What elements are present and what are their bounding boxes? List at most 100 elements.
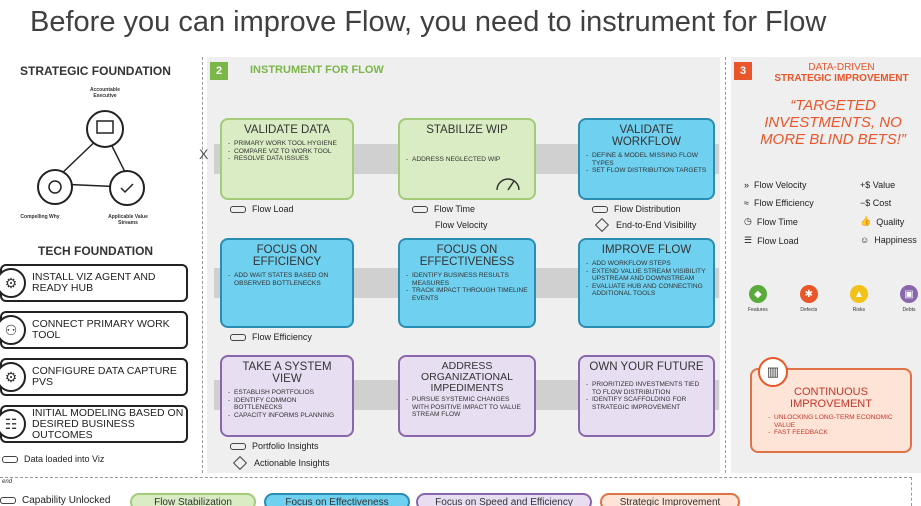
happiness-metric: ☺Happiness — [860, 235, 917, 245]
section-3-badge: 3 — [734, 62, 752, 80]
card-bullet: DEFINE & MODEL MISSING FLOW TYPES — [586, 152, 707, 167]
card-bullet: CAPACITY INFORMS PLANNING — [228, 412, 346, 420]
gauge-icon — [496, 178, 520, 191]
quality-metric: 👍 Quality — [860, 216, 914, 227]
plug-icon: ⚇ — [0, 315, 26, 345]
card-bullet: COMPARE VIZ TO WORK TOOL — [228, 148, 346, 156]
card-title: VALIDATE WORKFLOW — [612, 124, 681, 148]
cap-label: Flow Time — [434, 204, 476, 214]
data-loaded-row: Data loaded into Viz — [2, 454, 104, 464]
legend-focus-effectiveness: Focus on Effectiveness — [264, 493, 410, 506]
key-icon — [2, 455, 18, 463]
cap-label: Flow Velocity — [435, 220, 488, 230]
x-mark: X — [199, 146, 209, 162]
tech-item-label: CONFIGURE DATA CAPTURE PVS — [32, 365, 177, 388]
stack-icon: ☰ — [744, 235, 753, 245]
card-bullet: UNLOCKING LONG-TERM ECONOMIC VALUE — [768, 414, 904, 429]
cap-flow-time: Flow Time — [412, 204, 475, 214]
cap-flow-velocity: Flow Velocity — [435, 220, 488, 230]
card-bullet: ADD WAIT STATES BASED ON OBSERVED BOTTLE… — [228, 272, 346, 287]
card-title: FOCUS ON EFFECTIVENESS — [419, 244, 515, 268]
card-address-org: ADDRESS ORGANIZATIONAL IMPEDIMENTS PURSU… — [398, 355, 536, 437]
target-icon — [37, 169, 73, 205]
heading-line-2: STRATEGIC IMPROVEMENT — [774, 73, 909, 84]
cap-label: Flow Distribution — [614, 204, 681, 214]
metric-label: Flow Load — [757, 235, 799, 246]
legend-speed-efficiency: Focus on Speed and Efficiency — [416, 493, 592, 506]
card-title: ADDRESS ORGANIZATIONAL IMPEDIMENTS — [421, 360, 513, 394]
card-improve-flow: IMPROVE FLOW ADD WORKFLOW STEPS EXTEND V… — [578, 238, 715, 328]
card-bullet: TRACK IMPACT THROUGH TIMELINE EVENTS — [406, 287, 528, 302]
legend-capability: Capability Unlocked — [0, 495, 110, 506]
data-loaded-label: Data loaded into Viz — [24, 454, 105, 464]
cap-e2e-visibility: End-to-End Visibility — [594, 217, 697, 233]
work-type-icons: ◆ Features ✱ Defects ▲ Risks ▣ Debts — [748, 285, 918, 313]
tech-item-install-viz: ⚙ INSTALL VIZ AGENT AND READY HUB — [0, 264, 188, 302]
compelling-why-label: Compelling Why — [20, 214, 60, 220]
smiley-icon: ☺ — [860, 235, 870, 245]
card-bullet: EVALUATE HUB AND CONNECTING ADDITIONAL T… — [586, 283, 707, 298]
defects-item: ✱ Defects — [799, 285, 818, 313]
card-system-view: TAKE A SYSTEM VIEW ESTABLISH PORTFOLIOS … — [220, 355, 354, 437]
data-driven-heading: DATA-DRIVEN STRATEGIC IMPROVEMENT — [762, 62, 921, 84]
key-icon — [230, 205, 246, 213]
card-title: VALIDATE DATA — [243, 124, 331, 136]
velocity-icon: » — [744, 180, 750, 190]
card-focus-efficiency: FOCUS ON EFFICIENCY ADD WAIT STATES BASE… — [220, 238, 354, 328]
cap-flow-load: Flow Load — [230, 204, 294, 214]
card-bullet: FAST FEEDBACK — [768, 429, 904, 437]
tech-item-label: CONNECT PRIMARY WORK TOOL — [32, 318, 170, 341]
metric-row: » Flow Velocity — [744, 180, 814, 190]
clock-icon: ◷ — [744, 216, 752, 226]
work-type-label: Defects — [800, 307, 818, 313]
metric-label: Flow Time — [756, 216, 798, 227]
card-bullet: ADD WORKFLOW STEPS — [586, 260, 707, 268]
tech-item-initial-modeling: ☷ INITIAL MODELING BASED ON DESIRED BUSI… — [0, 405, 188, 443]
card-bullet: ADDRESS NEGLECTED WIP — [406, 156, 528, 164]
debt-icon: ▣ — [899, 285, 918, 303]
card-bullet: EXTEND VALUE STREAM VISIBILITY UPSTREAM … — [586, 268, 707, 283]
business-outcomes-list: +$ Value −$ Cost 👍Quality ☺Happiness — [860, 180, 917, 245]
tagline: “TARGETED INVESTMENTS, NO MORE BLIND BET… — [760, 97, 906, 148]
key-icon — [230, 442, 246, 450]
metric-label: Quality — [876, 216, 905, 227]
card-title: FOCUS ON EFFICIENCY — [252, 244, 322, 268]
cap-label: End-to-End Visibility — [616, 220, 697, 230]
thumbs-up-icon: 👍 — [860, 216, 872, 226]
divider-left — [202, 57, 203, 473]
card-bullet: PURSUE SYSTEMIC CHANGES WITH POSITIVE IM… — [406, 396, 528, 419]
card-bullet: PRIMARY WORK TOOL HYGIENE — [228, 140, 346, 148]
legend-capability-label: Capability Unlocked — [22, 495, 111, 506]
tech-item-connect-tool: ⚇ CONNECT PRIMARY WORK TOOL — [0, 311, 188, 349]
metric-row: ◷ Flow Time — [744, 216, 814, 227]
efficiency-icon: ≈ — [744, 198, 749, 208]
cap-actionable-insights: Actionable Insights — [232, 455, 330, 471]
flow-metrics-list: »Flow Velocity ≈Flow Efficiency ◷Flow Ti… — [744, 180, 814, 246]
legend-strategic-improvement: Strategic Improvement — [600, 493, 740, 506]
card-title: STABILIZE WIP — [426, 124, 508, 136]
gear-icon: ⚙ — [0, 268, 26, 298]
cap-label: Actionable Insights — [254, 458, 330, 468]
key-icon — [0, 497, 16, 504]
cost-metric: −$ Cost — [860, 198, 892, 208]
card-bullet: RESOLVE DATA ISSUES — [228, 155, 346, 163]
card-bullet: PRIORITIZED INVESTMENTS TIED TO FLOW DIS… — [586, 381, 707, 396]
card-title: IMPROVE FLOW — [601, 244, 692, 256]
card-title: OWN YOUR FUTURE — [589, 361, 704, 373]
legend-label: end — [2, 479, 13, 485]
metric-label: Flow Velocity — [754, 180, 807, 190]
tech-item-configure-data: ⚙ CONFIGURE DATA CAPTURE PVS — [0, 358, 188, 396]
tech-item-label: INITIAL MODELING BASED ON DESIRED BUSINE… — [32, 406, 184, 441]
legend-flow-stabilization: Flow Stabilization — [130, 493, 256, 506]
cap-portfolio-insights: Portfolio Insights — [230, 441, 319, 451]
card-own-future: OWN YOUR FUTURE PRIORITIZED INVESTMENTS … — [578, 355, 715, 437]
card-bullet: ESTABLISH PORTFOLIOS — [228, 389, 346, 397]
cap-label: Flow Load — [252, 204, 294, 214]
slide-title: Before you can improve Flow, you need to… — [30, 6, 827, 38]
heading-line-1: DATA-DRIVEN — [808, 62, 875, 73]
card-title: TAKE A SYSTEM VIEW — [242, 361, 332, 385]
cap-flow-efficiency: Flow Efficiency — [230, 332, 312, 342]
warning-icon: ▲ — [849, 285, 868, 303]
cap-label: Portfolio Insights — [252, 441, 319, 451]
strategic-foundation-heading: STRATEGIC FOUNDATION — [20, 64, 171, 78]
